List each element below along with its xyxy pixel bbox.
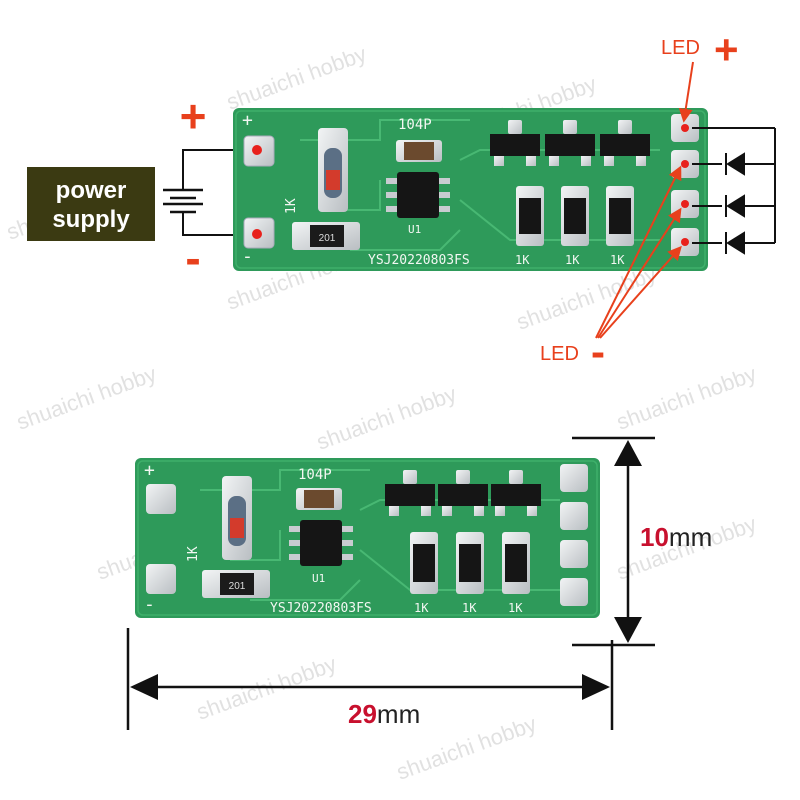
pcb-top-resistor-label-2: 1K [565,253,580,267]
watermark-6: shuaichi hobby [13,361,159,435]
pcb-top-chip-label: U1 [408,223,421,236]
pcb-bottom-resistor-label-3: 1K [508,601,523,615]
power-minus-sign: - [185,232,200,284]
pcb-top-cap-label: 104P [398,117,432,133]
power-supply-label-line1: power [56,177,127,204]
pcb-top-capacitor [396,140,442,162]
watermark-7: shuaichi hobby [313,381,459,455]
pcb-top-minus-mark: - [242,246,253,267]
pcb-top: + - 104P 1K U1 YSJ20220803FS 1K 1K 1K [233,108,708,271]
pcb-top-resistors [516,186,634,246]
led-minus-sign: - [591,328,605,375]
pcb-bottom-plus-mark: + [144,460,155,481]
height-dimension [572,436,655,647]
height-unit: mm [669,522,712,552]
led-diode-2 [725,194,745,218]
pcb-bottom-resistor-left-code: 201 [229,581,246,592]
pcb-top-resistor-left-code: 201 [319,233,336,244]
pcb-bottom-resistor-left: 201 [202,570,270,598]
bottom-board-section: + - 104P 1K U1 YSJ20220803FS 1K 1K 1K 20… [126,436,712,730]
led-wiring [692,127,776,244]
pcb-top-resistor-label-3: 1K [610,253,625,267]
pcb-top-resistor-left: 201 [292,222,360,250]
pcb-top-board-id: YSJ20220803FS [368,253,470,268]
led-diode-symbols [725,152,745,255]
power-supply-label-box: power supply [27,167,155,241]
pcb-bottom-pad-plus [146,484,176,514]
pcb-bottom-transistors [385,470,541,516]
width-unit: mm [377,699,420,729]
led-plus-label: LED [661,37,700,59]
led-minus-arrows [595,165,682,339]
width-value: 29 [348,699,377,729]
width-dimension [126,628,614,730]
pcb-bottom-resistors [410,532,530,594]
led-minus-label: LED [540,343,579,365]
pcb-bottom-board-id: YSJ20220803FS [270,601,372,616]
led-diode-3 [725,231,745,255]
pcb-top-ic [386,172,450,218]
watermark-8: shuaichi hobby [613,361,759,435]
power-supply-label-line2: supply [52,206,130,233]
pcb-bottom-led-pads [560,464,588,606]
watermark-5: shuaichi hobby [513,261,659,335]
pcb-bottom-capacitor [296,488,342,510]
pcb-top-plus-mark: + [242,110,253,131]
pcb-top-resistor-label-1: 1K [515,253,530,267]
pcb-bottom-ic [289,520,353,566]
pcb-bottom-minus-mark: - [144,594,155,615]
top-board-section: power supply + - + - 104P 1K U1 YSJ20220… [27,26,776,375]
pcb-top-transistors [490,120,650,166]
pcb-bottom-cap-label: 104P [298,467,332,483]
pcb-top-diode [318,128,348,212]
pcb-bottom-side-resistor-label: 1K [186,546,201,562]
power-supply-wiring [163,149,255,236]
led-plus-arrow [678,61,694,123]
watermark-2: shuaichi hobby [223,41,369,115]
height-value: 10 [640,522,669,552]
pcb-bottom-resistor-label-2: 1K [462,601,477,615]
pcb-bottom-pad-minus [146,564,176,594]
pcb-top-side-resistor-label: 1K [284,198,299,214]
led-plus-sign: + [714,26,739,73]
width-dimension-label: 29mm [348,699,420,729]
pcb-bottom-chip-label: U1 [312,572,325,585]
height-dimension-label: 10mm [640,522,712,552]
pcb-bottom-resistor-label-1: 1K [414,601,429,615]
pcb-bottom-diode [222,476,252,560]
led-diode-1 [725,152,745,176]
pcb-bottom: + - 104P 1K U1 YSJ20220803FS 1K 1K 1K 20… [135,458,600,618]
power-plus-sign: + [180,90,207,142]
